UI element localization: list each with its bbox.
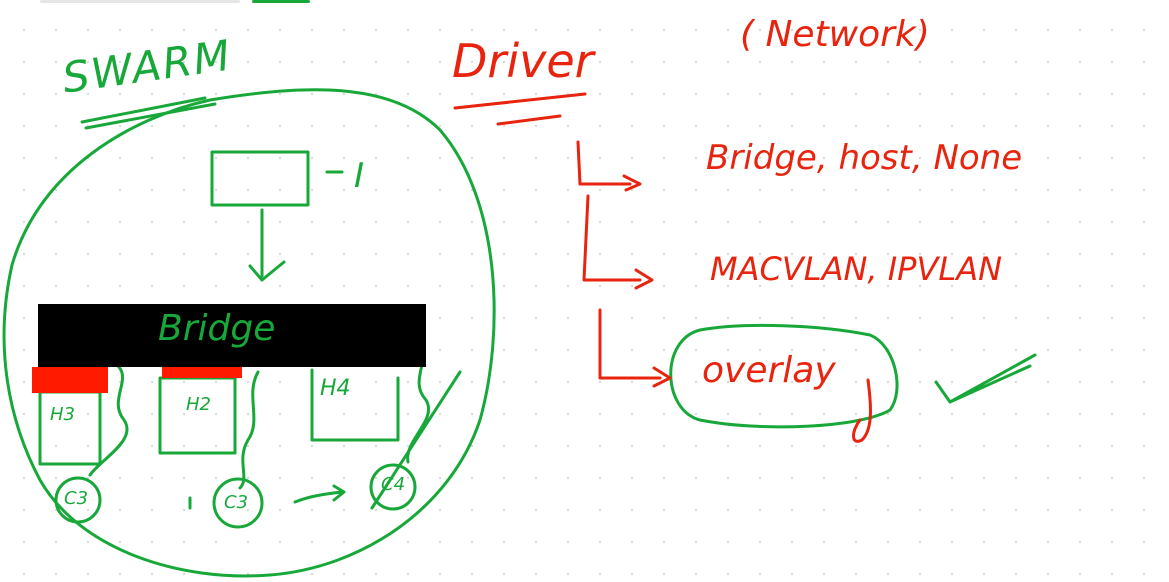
driver-heading: Driver [452, 34, 594, 88]
node-label-right: C4 [381, 474, 406, 495]
checkmark-icon [934, 353, 1037, 404]
redaction-mark-left [32, 367, 108, 393]
container-label-right: H4 [320, 376, 351, 401]
container-label-middle: H2 [186, 394, 211, 415]
top-toolbar-line-left [40, 0, 240, 3]
driver-item-2: MACVLAN, IPVLAN [710, 250, 1003, 288]
node-circle-middle [212, 477, 264, 529]
tree-branch-3 [598, 308, 662, 380]
node-arrow [293, 490, 344, 504]
swarm-underline [80, 96, 207, 124]
manager-node-box [210, 150, 310, 207]
node-label-middle: C3 [224, 492, 249, 513]
driver-item-3-selected: overlay [702, 350, 836, 391]
container-box-middle [158, 376, 237, 455]
bridge-network-bar [38, 304, 426, 367]
redaction-mark-middle [162, 367, 242, 378]
bridge-label: Bridge [158, 308, 276, 349]
driver-underline [453, 92, 587, 110]
tree-branch-1 [576, 140, 632, 186]
node-circle-left [54, 476, 102, 524]
overlay-highlight-circle [669, 323, 899, 429]
container-label-left: H3 [50, 404, 75, 425]
node-circle-right [369, 463, 417, 511]
container-box-left [38, 390, 102, 466]
top-toolbar-line-accent [252, 0, 310, 3]
node-label-left: C3 [64, 488, 89, 509]
driver-item-1: Bridge, host, None [706, 138, 1023, 178]
manager-label: I [354, 156, 365, 196]
container-box-right [310, 368, 400, 442]
tree-branch-2 [582, 194, 642, 282]
swarm-boundary [2, 88, 496, 578]
network-subheading: ( Network) [740, 14, 930, 55]
